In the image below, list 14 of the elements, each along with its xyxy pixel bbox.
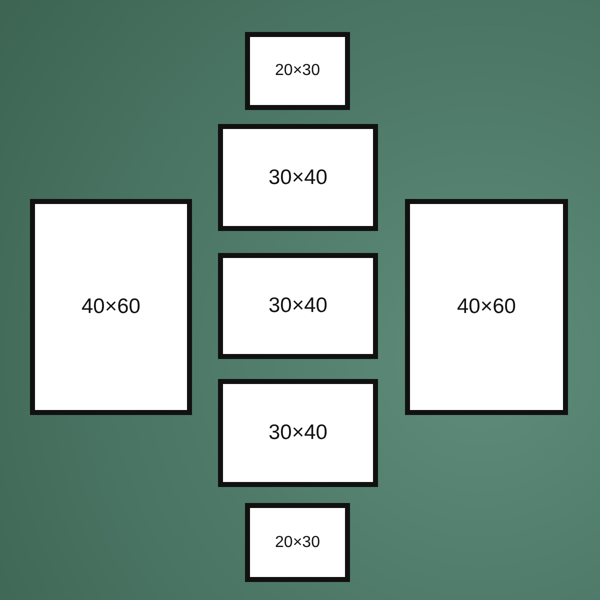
picture-frame xyxy=(218,379,378,487)
picture-frame xyxy=(245,503,350,582)
picture-frame xyxy=(30,199,192,415)
frame-size-label: 30×40 xyxy=(268,421,328,445)
frame-size-label: 20×30 xyxy=(275,62,320,80)
picture-frame xyxy=(245,32,350,110)
frame-size-label: 20×30 xyxy=(275,534,320,552)
frame-size-label: 30×40 xyxy=(268,294,328,318)
picture-frame xyxy=(218,124,378,231)
picture-frame xyxy=(405,199,568,415)
frame-size-label: 30×40 xyxy=(268,166,328,190)
frame-size-label: 40×60 xyxy=(457,295,516,319)
frame-size-label: 40×60 xyxy=(82,295,140,319)
picture-frame xyxy=(218,253,378,359)
